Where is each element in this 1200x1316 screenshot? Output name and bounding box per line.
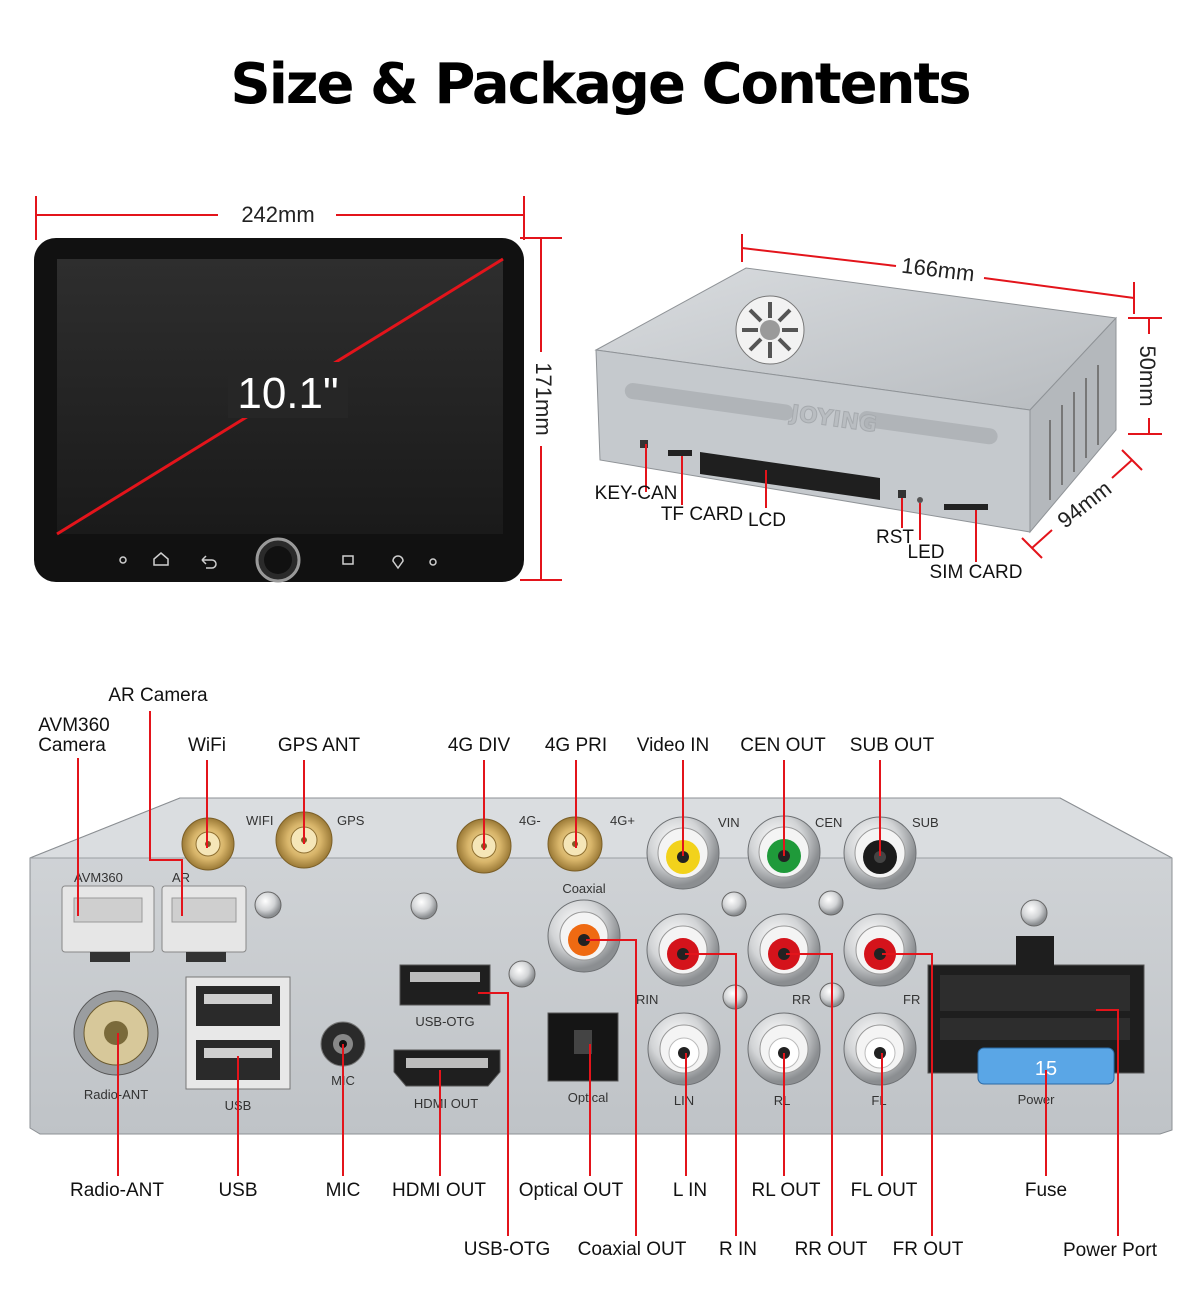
- cen-out-label: CEN OUT: [740, 735, 826, 756]
- g4-plus-text: 4G+: [610, 813, 635, 828]
- unit-box-illustration: JOYING: [594, 267, 1118, 534]
- key-can-label: KEY-CAN: [595, 483, 678, 504]
- size-label-bg: [228, 362, 348, 418]
- radio-ant-text: Radio-ANT: [84, 1087, 148, 1102]
- l-in-label: L IN: [673, 1180, 707, 1201]
- volume-knob-center: [264, 546, 292, 574]
- sub-text: SUB: [912, 815, 939, 830]
- lcd-connector: [700, 452, 880, 500]
- video-in-label: Video IN: [637, 735, 710, 756]
- coaxial-text: Coaxial: [562, 881, 605, 896]
- vin-text: VIN: [718, 815, 740, 830]
- fl-out-rca: [843, 1012, 917, 1086]
- tf-card-label: TF CARD: [661, 504, 743, 525]
- fuse-rating-text: 15: [1035, 1058, 1057, 1080]
- usb-otg-label: USB-OTG: [464, 1239, 551, 1260]
- avm360-label-line1: AVM360: [38, 715, 109, 736]
- rst-button: [898, 490, 906, 498]
- usb-otg-port: [399, 964, 491, 1006]
- wifi-text: WIFI: [246, 813, 273, 828]
- fr-out-label: FR OUT: [893, 1239, 964, 1260]
- optical-port: [547, 1012, 619, 1082]
- radio-icon: [342, 555, 354, 565]
- r-in-rca: [646, 913, 720, 987]
- lin-text: LIN: [674, 1093, 694, 1108]
- sub-out-label: SUB OUT: [850, 735, 935, 756]
- lcd-label: LCD: [748, 510, 786, 531]
- rin-text: RIN: [636, 992, 658, 1007]
- sim-card-slot: [944, 504, 988, 510]
- hdmi-out-label: HDMI OUT: [392, 1180, 486, 1201]
- radio-ant-connector: [73, 990, 159, 1076]
- screen-width-dimension: 242mm: [35, 196, 525, 240]
- rst-label: RST: [876, 527, 914, 548]
- unit-box-port-callouts: KEY-CAN TF CARD LCD RST LED SIM CARD: [595, 444, 1023, 583]
- screen-height-dimension: 171mm: [520, 237, 562, 581]
- box-height-label: 50mm: [1135, 345, 1160, 406]
- head-unit-screen: 10.1": [34, 238, 524, 583]
- cen-text: CEN: [815, 815, 842, 830]
- screen-width-label: 242mm: [241, 202, 314, 227]
- rr-out-label: RR OUT: [795, 1239, 868, 1260]
- mic-label: MIC: [326, 1180, 361, 1201]
- rl-out-label: RL OUT: [752, 1180, 821, 1201]
- key-can-port: [640, 440, 648, 448]
- optical-text: Optical: [568, 1090, 609, 1105]
- fr-text: FR: [903, 992, 920, 1007]
- coaxial-out-rca: [547, 899, 621, 973]
- usb-label: USB: [218, 1180, 257, 1201]
- home-icon: [153, 552, 169, 566]
- power-text: Power: [1018, 1092, 1056, 1107]
- rr-text: RR: [792, 992, 811, 1007]
- screen-size-label: 10.1": [237, 369, 338, 418]
- avm360-connector: [61, 885, 155, 962]
- rl-text: RL: [774, 1093, 791, 1108]
- fuse-label: Fuse: [1025, 1180, 1067, 1201]
- ar-camera-label: AR Camera: [108, 685, 208, 706]
- optical-out-label: Optical OUT: [519, 1180, 624, 1201]
- usb-otg-text: USB-OTG: [415, 1014, 474, 1029]
- tf-card-slot: [668, 450, 692, 456]
- fr-out-rca: [843, 913, 917, 987]
- led-indicator: [917, 497, 923, 503]
- avm360-text: AVM360: [74, 870, 123, 885]
- radio-ant-label: Radio-ANT: [70, 1180, 164, 1201]
- rear-panel-callouts: AR Camera AVM360 Camera WiFi GPS ANT 4G …: [38, 685, 1157, 1261]
- screen-height-label: 171mm: [531, 362, 556, 435]
- gps-ant-label: GPS ANT: [278, 735, 361, 756]
- power-port-label: Power Port: [1063, 1240, 1158, 1261]
- 4g-pri-label: 4G PRI: [545, 735, 607, 756]
- g4-minus-text: 4G-: [519, 813, 541, 828]
- hdmi-out-text: HDMI OUT: [414, 1096, 478, 1111]
- fl-text: FL: [871, 1093, 886, 1108]
- r-in-label: R IN: [719, 1239, 757, 1260]
- hdmi-port: [393, 1049, 501, 1087]
- led-label: LED: [908, 542, 945, 563]
- fl-out-label: FL OUT: [851, 1180, 918, 1201]
- avm360-label-line2: Camera: [38, 735, 106, 756]
- volume-icon: [429, 558, 437, 566]
- sim-card-label: SIM CARD: [930, 562, 1023, 583]
- wifi-label: WiFi: [188, 735, 226, 756]
- back-icon: [201, 555, 217, 569]
- coaxial-out-label: Coaxial OUT: [578, 1239, 687, 1260]
- ar-connector: [161, 885, 247, 962]
- rear-panel-illustration: WIFI GPS 4G- 4G+ VIN CEN SUB AVM360 AR C…: [29, 797, 1173, 1135]
- l-in-rca: [647, 1012, 721, 1086]
- power-icon: [119, 556, 127, 564]
- rr-out-rca: [747, 913, 821, 987]
- navigation-icon: [392, 555, 404, 570]
- box-length-label: 166mm: [900, 253, 976, 287]
- 4g-div-label: 4G DIV: [448, 735, 511, 756]
- page-title: Size & Package Contents: [230, 52, 971, 117]
- nav-buttons: [119, 552, 437, 570]
- fuse-icon: 15: [977, 1047, 1115, 1085]
- gps-text: GPS: [337, 813, 365, 828]
